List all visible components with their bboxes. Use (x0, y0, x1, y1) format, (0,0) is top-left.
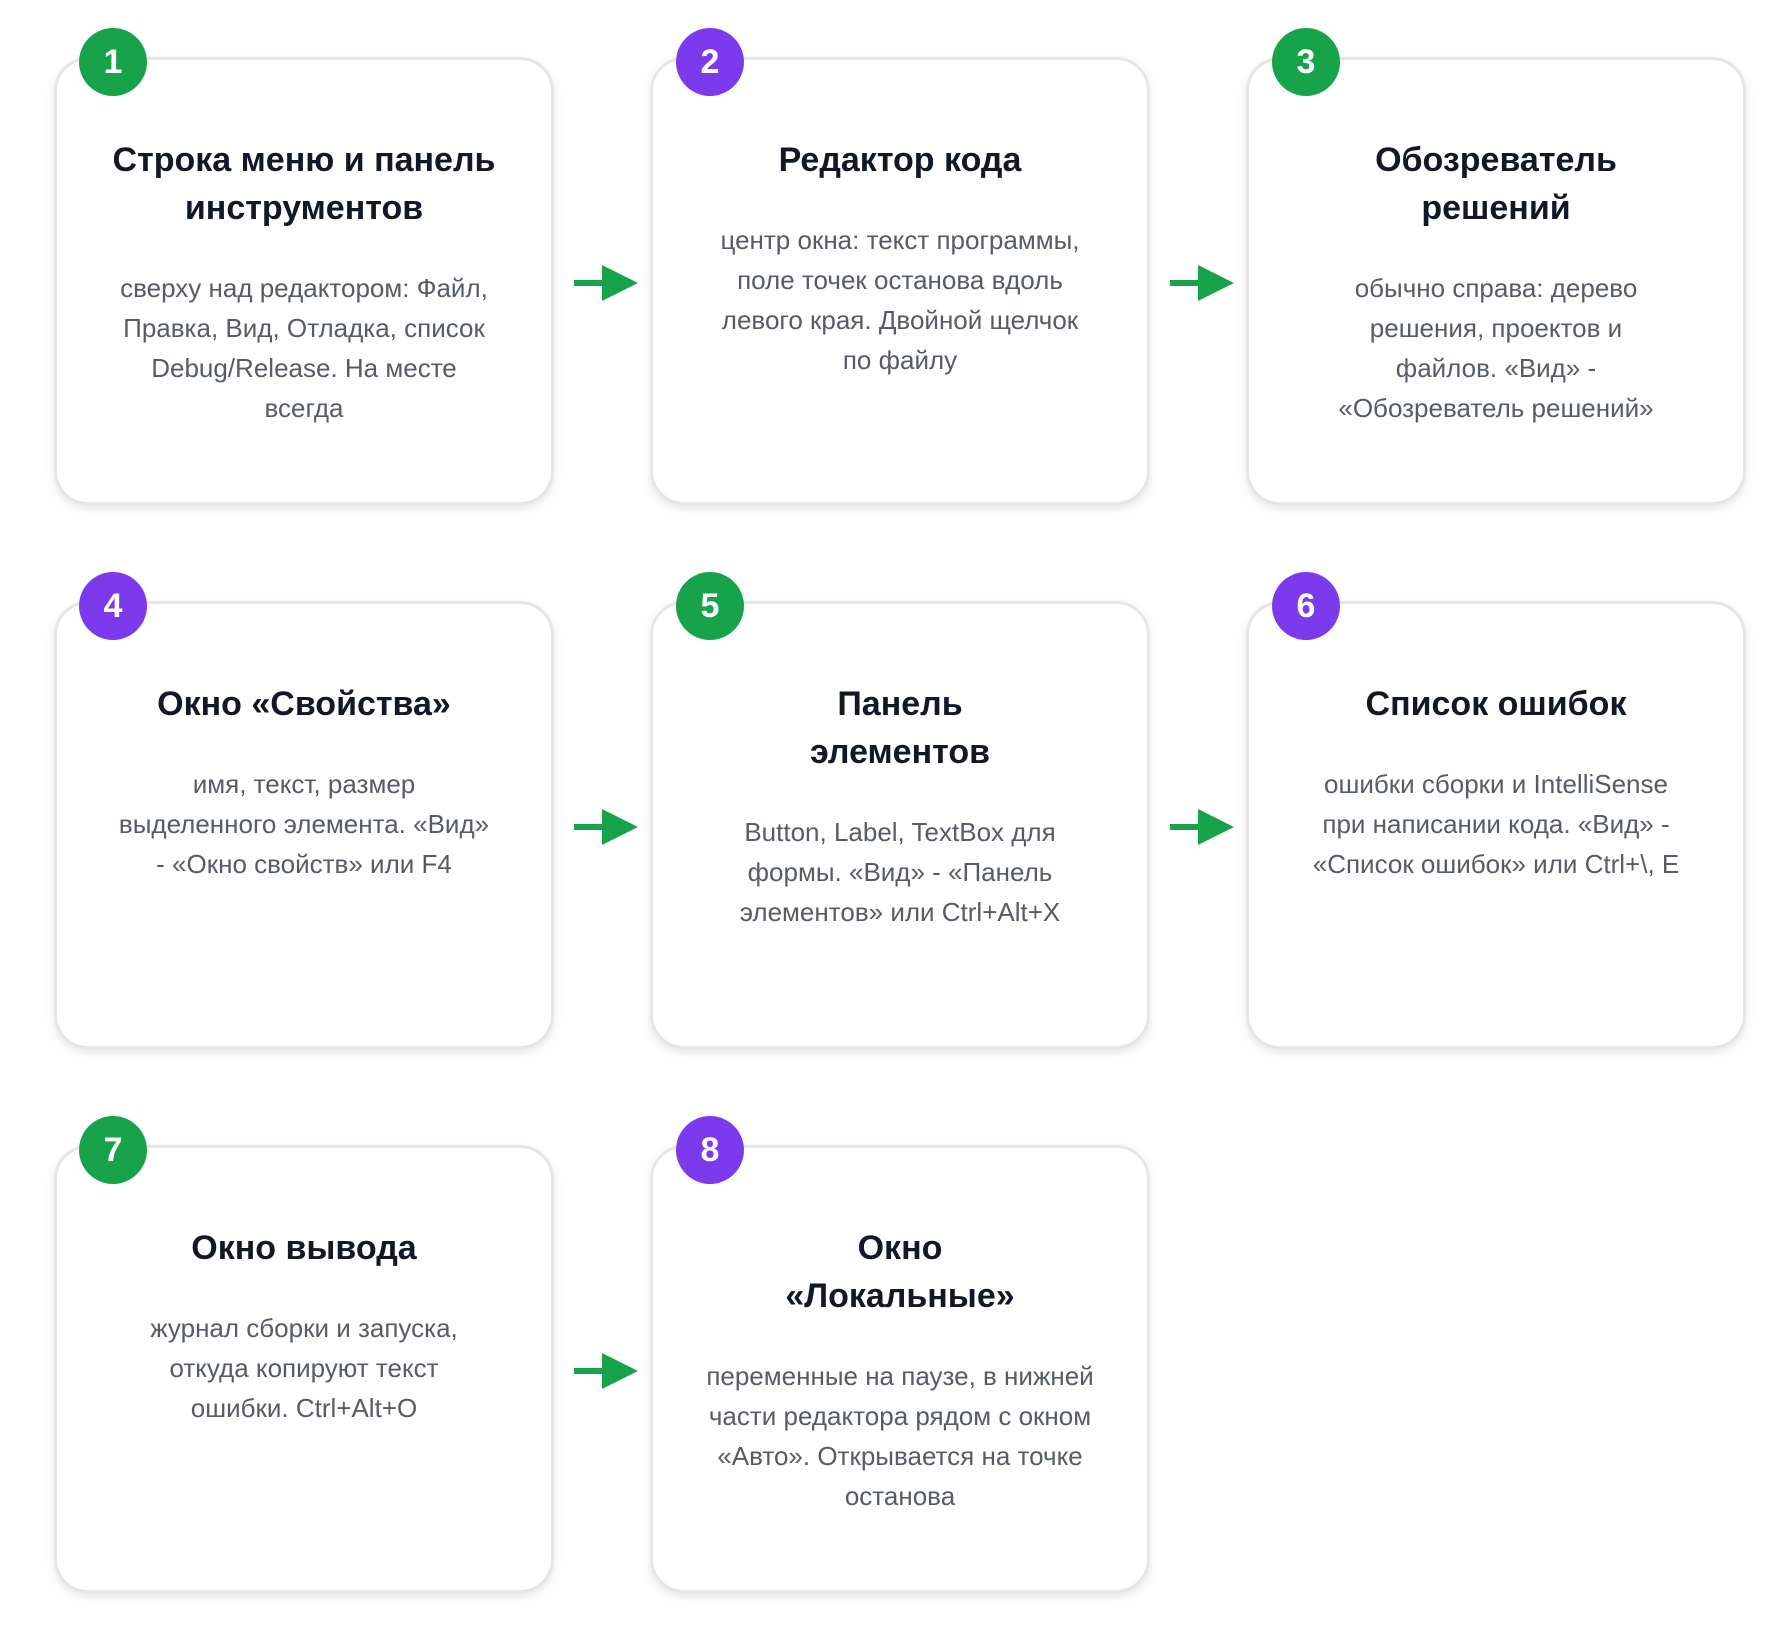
step-title: Обозреватель решений (1375, 141, 1617, 227)
step-card-2: Редактор кода центр окна: текст программ… (650, 57, 1150, 505)
step-card-7: Окно вывода журнал сборки и запуска, отк… (54, 1145, 554, 1593)
arrow-right-icon (1170, 265, 1234, 301)
step-number-badge-2: 2 (676, 28, 744, 96)
step-card-1: Строка меню и панель инструментов сверху… (54, 57, 554, 505)
step-card-5: Панель элементов Button, Label, TextBox … (650, 601, 1150, 1049)
step-card-8: Окно «Локальные» переменные на паузе, в … (650, 1145, 1150, 1593)
step-title: Строка меню и панель инструментов (112, 141, 496, 227)
arrow-right-icon (574, 1353, 638, 1389)
step-number-badge-5: 5 (676, 572, 744, 640)
step-title: Окно «Свойства» (157, 685, 451, 723)
step-card-6: Список ошибок ошибки сборки и IntelliSen… (1246, 601, 1746, 1049)
step-title: Редактор кода (778, 141, 1022, 179)
step-title: Список ошибок (1365, 685, 1627, 723)
step-description: имя, текст, размер выделенного элемента.… (118, 769, 490, 879)
arrow-right-icon (574, 265, 638, 301)
step-description: центр окна: текст программы, поле точек … (720, 225, 1080, 375)
step-description: журнал сборки и запуска, откуда копируют… (150, 1313, 458, 1423)
step-title: Окно вывода (191, 1229, 417, 1267)
step-number-badge-6: 6 (1272, 572, 1340, 640)
step-card-4: Окно «Свойства» имя, текст, размер выдел… (54, 601, 554, 1049)
step-description: Button, Label, TextBox для формы. «Вид» … (739, 817, 1061, 927)
step-description: переменные на паузе, в нижней части реда… (706, 1361, 1094, 1511)
step-description: обычно справа: дерево решения, проектов … (1338, 273, 1654, 423)
arrow-right-icon (1170, 809, 1234, 845)
step-description: сверху над редактором: Файл, Правка, Вид… (120, 273, 488, 423)
step-card-3: Обозреватель решений обычно справа: дере… (1246, 57, 1746, 505)
step-number-badge-3: 3 (1272, 28, 1340, 96)
step-number-badge-4: 4 (79, 572, 147, 640)
arrow-right-icon (574, 809, 638, 845)
step-title: Панель элементов (809, 685, 990, 771)
step-description: ошибки сборки и IntelliSense при написан… (1312, 769, 1680, 879)
step-number-badge-7: 7 (79, 1116, 147, 1184)
step-number-badge-1: 1 (79, 28, 147, 96)
step-title: Окно «Локальные» (785, 1229, 1015, 1315)
step-number-badge-8: 8 (676, 1116, 744, 1184)
